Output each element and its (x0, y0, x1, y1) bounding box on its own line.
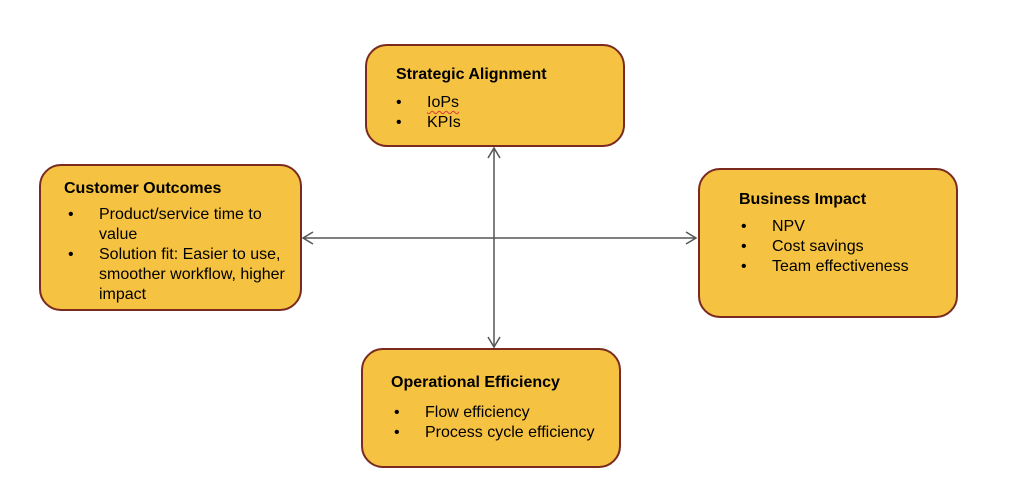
arrowhead-left-icon (301, 231, 314, 245)
operational-efficiency-title: Operational Efficiency (391, 374, 560, 391)
operational-efficiency-box: Operational Efficiency Flow efficiency P… (361, 348, 621, 468)
list-item: IoPs (394, 93, 614, 113)
list-item: Product/service time to value (66, 205, 294, 245)
list-item: Solution fit: Easier to use, smoother wo… (66, 245, 294, 305)
list-item-text: IoPs (427, 94, 460, 111)
strategic-alignment-title: Strategic Alignment (396, 66, 547, 83)
list-item-text: Flow efficiency (425, 404, 530, 421)
customer-outcomes-list: Product/service time to value Solution f… (66, 205, 294, 305)
arrowhead-down-icon (487, 336, 501, 349)
list-item-text: Cost savings (772, 238, 864, 255)
strategic-alignment-list: IoPs KPIs (394, 93, 614, 133)
list-item-text: NPV (772, 218, 805, 235)
list-item: Flow efficiency (392, 403, 617, 423)
customer-outcomes-box: Customer Outcomes Product/service time t… (39, 164, 302, 311)
business-impact-title: Business Impact (739, 191, 867, 208)
list-item: Team effectiveness (739, 257, 954, 277)
list-item: Process cycle efficiency (392, 423, 617, 443)
business-impact-list: NPV Cost savings Team effectiveness (739, 217, 954, 277)
list-item-text: Team effectiveness (772, 258, 909, 275)
business-impact-box: Business Impact NPV Cost savings Team ef… (698, 168, 958, 318)
list-item-text: Solution fit: Easier to use, smoother wo… (99, 246, 285, 303)
list-item-text: KPIs (427, 114, 461, 131)
strategic-alignment-box: Strategic Alignment IoPs KPIs (365, 44, 625, 147)
list-item-text: Product/service time to value (99, 206, 262, 243)
list-item: KPIs (394, 113, 614, 133)
operational-efficiency-list: Flow efficiency Process cycle efficiency (392, 403, 617, 443)
arrowhead-up-icon (487, 146, 501, 159)
customer-outcomes-title: Customer Outcomes (64, 180, 222, 197)
list-item-text: Process cycle efficiency (425, 424, 595, 441)
list-item: NPV (739, 217, 954, 237)
arrowhead-right-icon (685, 231, 698, 245)
list-item: Cost savings (739, 237, 954, 257)
